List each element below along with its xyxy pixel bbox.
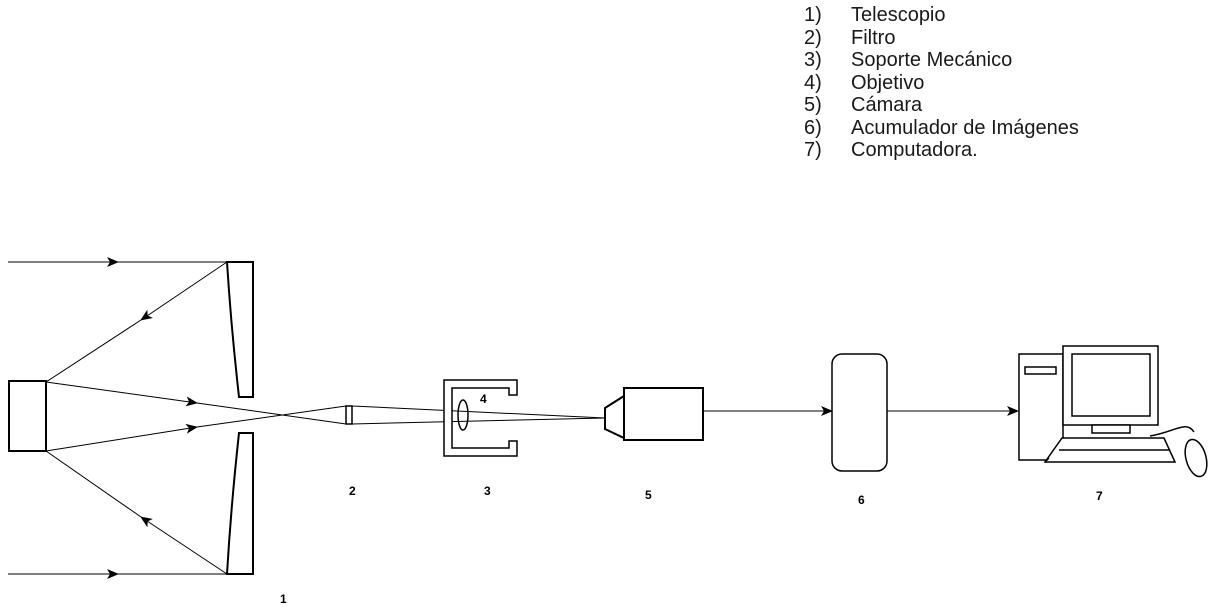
component-legend: 1)Telescopio 2)Filtro 3)Soporte Mecánico… <box>804 4 1079 162</box>
label-camera: 5 <box>645 488 652 502</box>
legend-item-telescope: 1)Telescopio <box>804 4 946 26</box>
filter <box>345 405 353 425</box>
legend-item-objective: 4)Objetivo <box>804 71 925 94</box>
label-mount: 3 <box>484 484 491 498</box>
mechanical-mount <box>443 379 518 457</box>
primary-mirror-bottom <box>225 432 254 575</box>
reflected-rays <box>45 261 228 575</box>
camera <box>604 387 704 441</box>
image-accumulator <box>831 353 888 472</box>
computer <box>1018 345 1208 478</box>
legend-item-camera: 5)Cámara <box>804 94 923 116</box>
legend-item-accumulator: 6)Acumulador de Imágenes <box>804 116 1079 139</box>
primary-mirror-top <box>225 261 254 398</box>
legend-item-filter: 2)Filtro <box>804 26 896 49</box>
legend-item-mount: 3)Soporte Mecánico <box>804 49 1013 71</box>
label-filter: 2 <box>349 484 356 498</box>
legend-item-computer: 7)Computadora. <box>804 139 978 161</box>
objective-lens <box>457 399 469 431</box>
label-telescope: 1 <box>280 592 287 606</box>
label-computer: 7 <box>1096 489 1103 503</box>
incoming-rays <box>8 257 227 579</box>
converging-beam <box>45 381 606 452</box>
label-objective: 4 <box>480 392 487 406</box>
label-accumulator: 6 <box>858 493 865 507</box>
secondary-mirror <box>8 380 47 452</box>
